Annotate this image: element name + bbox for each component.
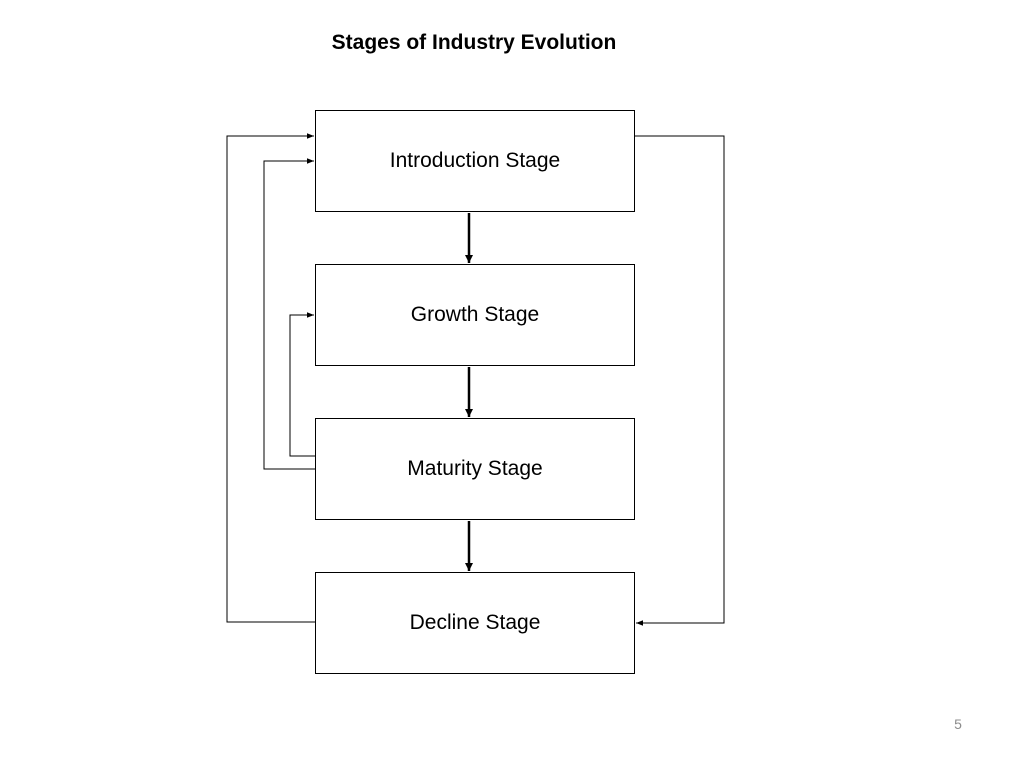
stage-label-growth: Growth Stage bbox=[410, 303, 540, 326]
arrow-maturity-to-growth bbox=[289, 312, 315, 457]
stage-box-maturity: Maturity Stage bbox=[315, 418, 635, 520]
stage-box-introduction: Introduction Stage bbox=[315, 110, 635, 212]
stage-label-maturity: Maturity Stage bbox=[407, 457, 543, 480]
page-number: 5 bbox=[954, 716, 962, 732]
slide-title: Stages of Industry Evolution bbox=[331, 31, 617, 54]
stage-label-decline: Decline Stage bbox=[409, 611, 541, 634]
stage-label-introduction: Introduction Stage bbox=[389, 149, 561, 172]
stage-box-growth: Growth Stage bbox=[315, 264, 635, 366]
arrow-decline-to-introduction bbox=[226, 133, 315, 623]
stage-box-decline: Decline Stage bbox=[315, 572, 635, 674]
arrow-introduction-to-decline bbox=[635, 135, 725, 626]
arrow-maturity-to-introduction bbox=[263, 158, 315, 470]
